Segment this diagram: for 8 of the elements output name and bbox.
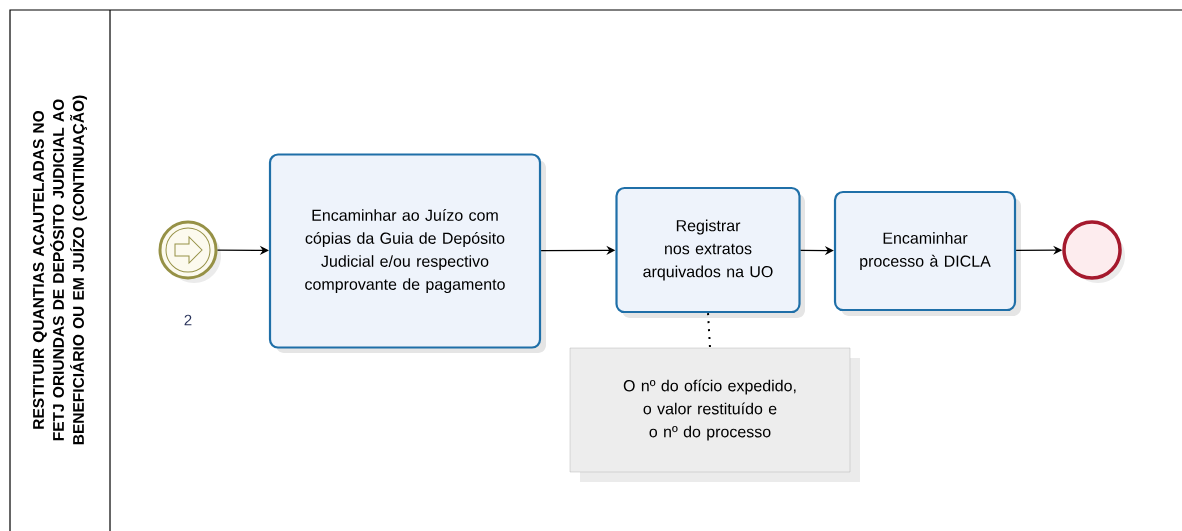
association-line	[707, 312, 711, 349]
task-box: Registrar nos extratos arquivados na UO	[615, 186, 805, 318]
start-event	[158, 220, 221, 283]
task-box: Encaminhar processo à DICLA	[833, 190, 1021, 316]
end-event	[1062, 220, 1125, 283]
annotation-box: O nº do ofício expedido, o valor restituído e o nº do processo	[569, 347, 860, 482]
event-label: 2	[184, 314, 192, 326]
task-box: Encaminhar ao Juízo com cópias da Guia de Depósito Judicial e/ou respectivo comprovante de pagamento	[268, 153, 546, 353]
